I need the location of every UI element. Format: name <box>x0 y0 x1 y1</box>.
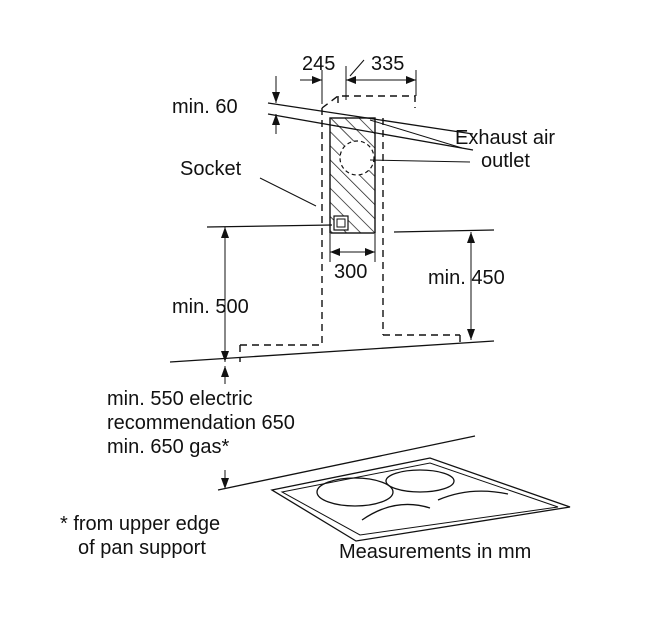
dimension-min-450 <box>467 232 475 340</box>
socket-leader <box>259 177 317 207</box>
dimension-min-500 <box>221 227 229 362</box>
hood-bottom-lines <box>206 224 495 233</box>
dimension-245-335 <box>300 59 417 104</box>
measurements-note: Measurements in mm <box>339 541 531 563</box>
dim-300-label: 300 <box>334 261 367 283</box>
dimension-300 <box>329 234 376 262</box>
clearance-label-line1: min. 550 electric <box>107 388 253 410</box>
cooktop <box>270 457 571 542</box>
hatched-installation-area <box>329 117 376 234</box>
dim-245-label: 245 <box>302 53 335 75</box>
footnote-line2: of pan support <box>78 537 206 559</box>
cooktop-level-line <box>217 435 476 491</box>
clearance-label-line2: recommendation 650 <box>107 412 295 434</box>
chimney-outline <box>239 108 461 362</box>
socket-label: Socket <box>180 158 242 180</box>
min-500-label: min. 500 <box>172 296 249 318</box>
min-450-label: min. 450 <box>428 267 505 289</box>
exhaust-label-line2: outlet <box>481 150 530 172</box>
hood-level-line <box>169 340 495 363</box>
clearance-label-line3: min. 650 gas* <box>107 436 230 458</box>
footnote-line1: * from upper edge <box>60 513 220 535</box>
chimney-top-outline <box>321 95 416 109</box>
dimension-min-60 <box>272 76 280 134</box>
dim-335-label: 335 <box>371 53 404 75</box>
dimension-cooktop-clearance <box>221 366 229 489</box>
min-60-label: min. 60 <box>172 96 238 118</box>
exhaust-leader <box>369 119 471 163</box>
exhaust-label-line1: Exhaust air <box>455 127 555 149</box>
